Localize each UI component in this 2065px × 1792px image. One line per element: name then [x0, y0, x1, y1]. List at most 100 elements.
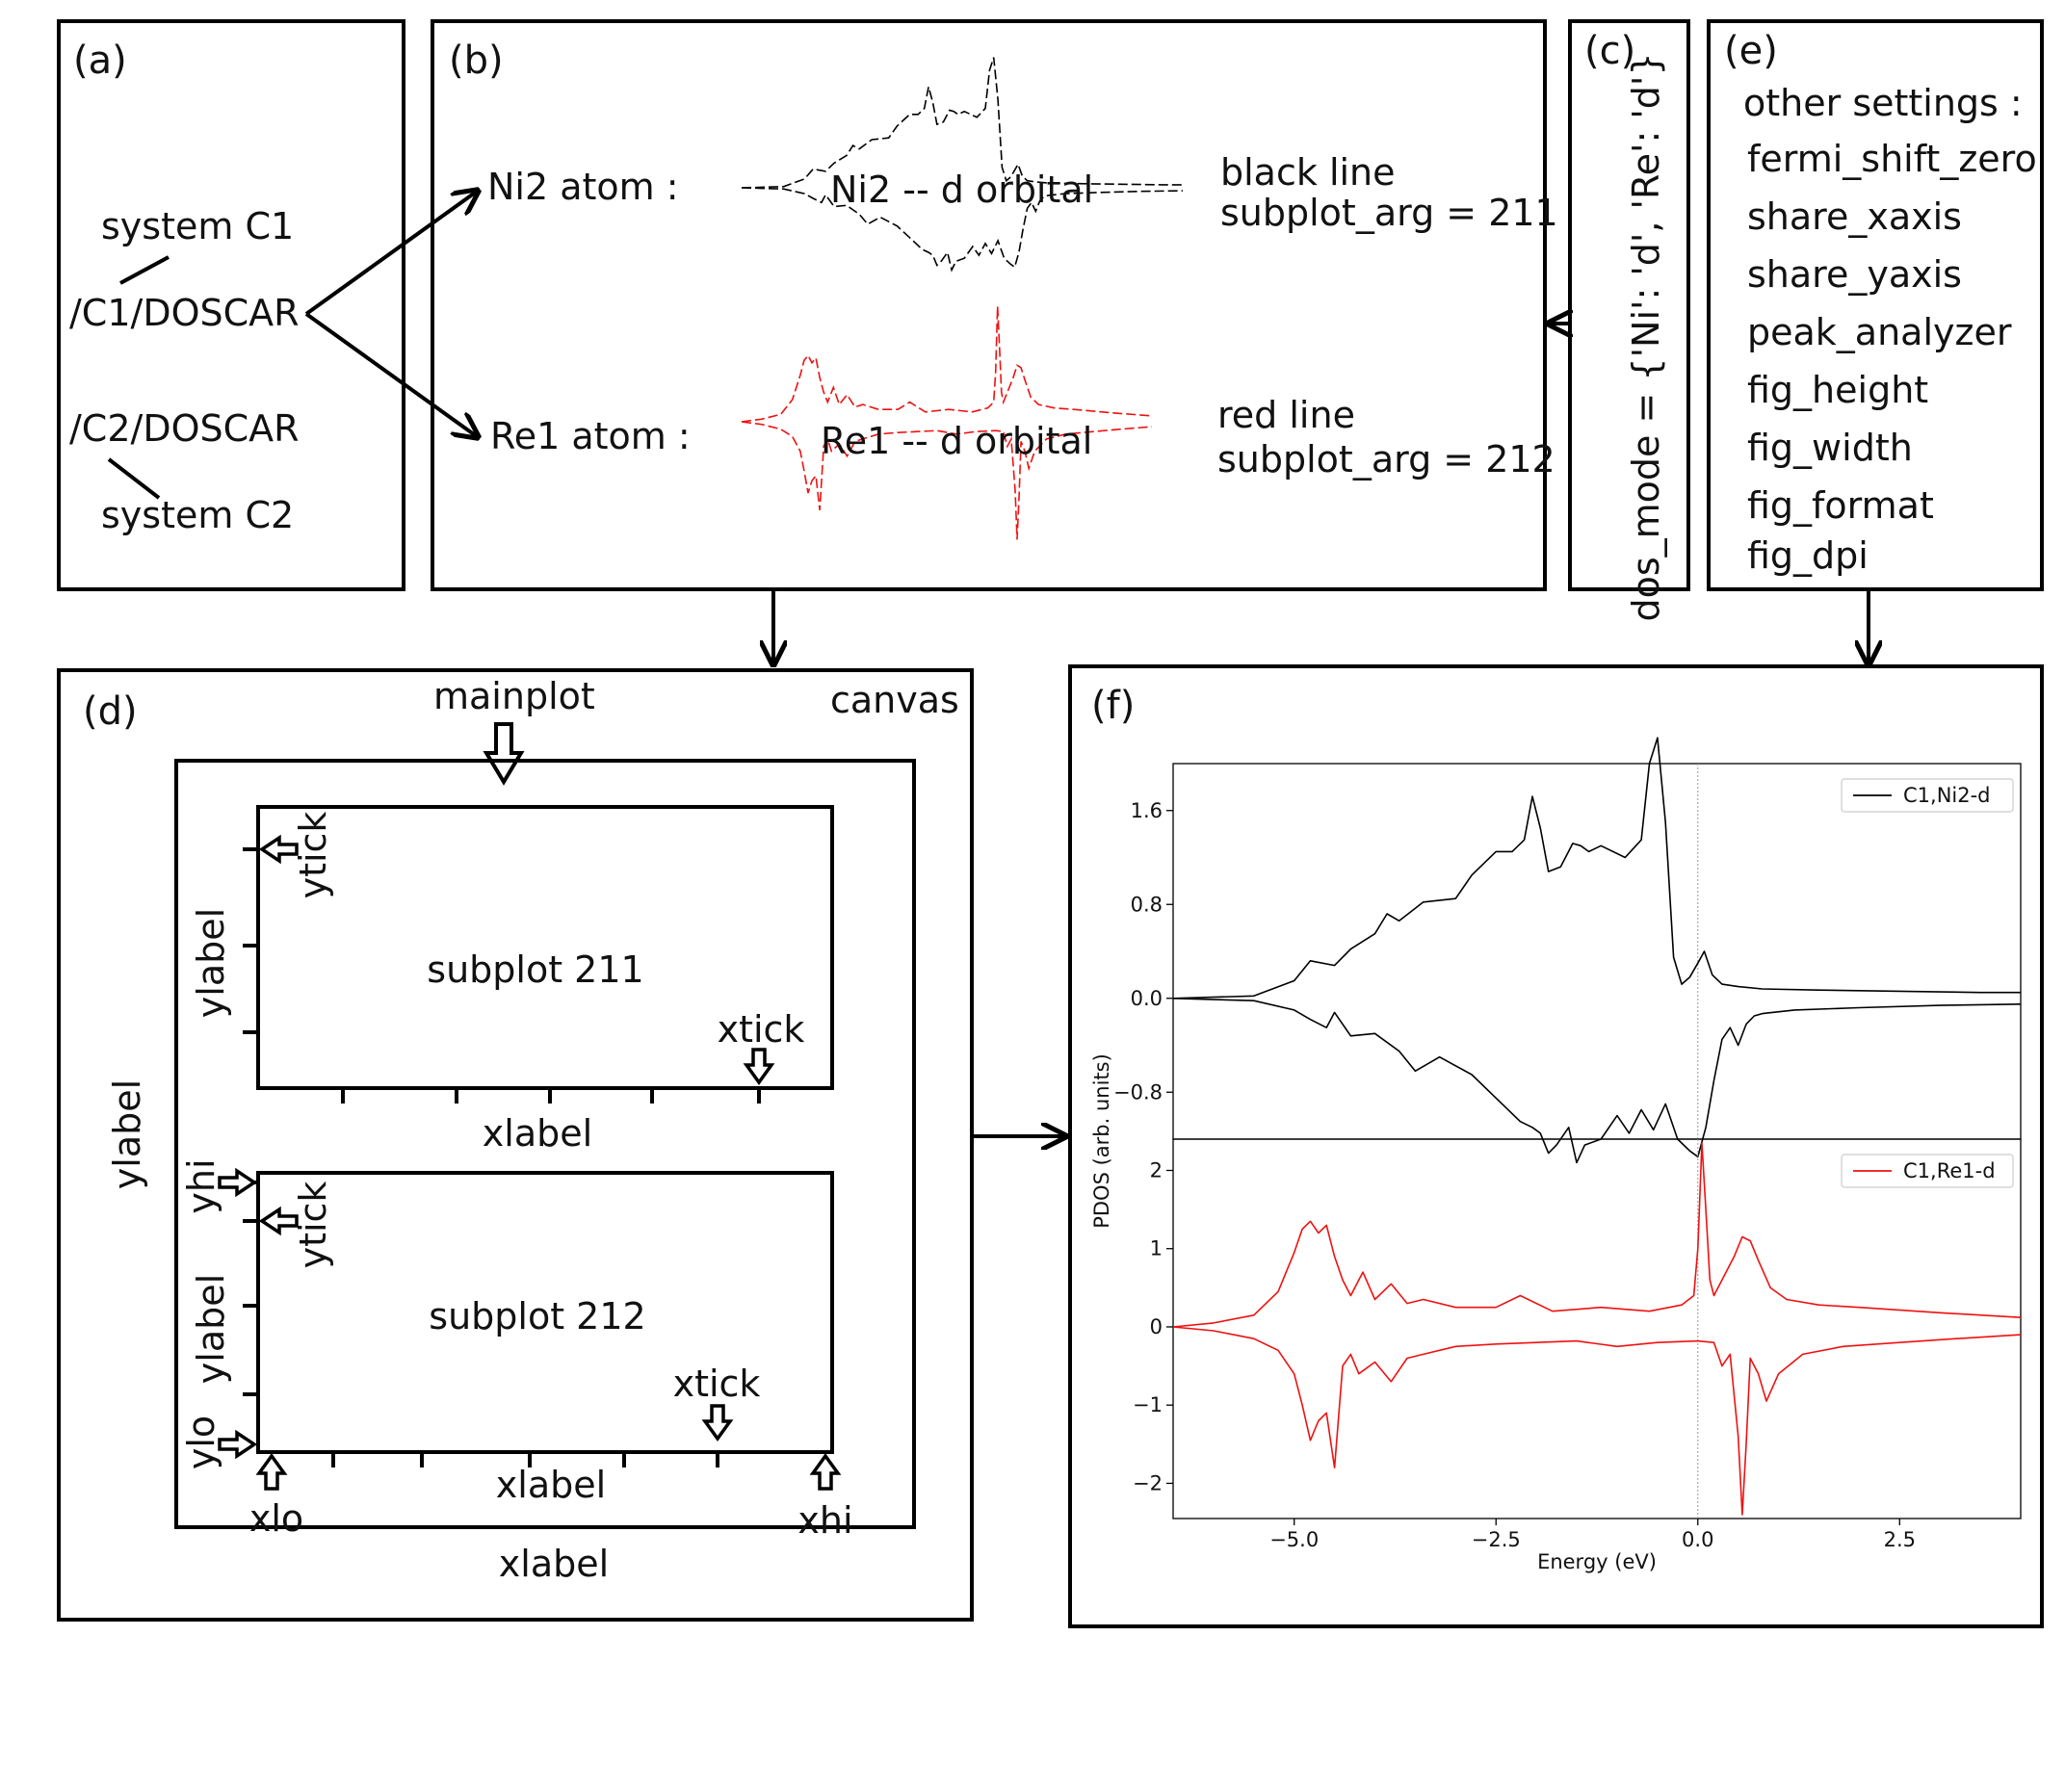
y-tick-label: −1	[1133, 1393, 1163, 1416]
panel-a: (a) system C1 /C1/DOSCAR /C2/DOSCAR syst…	[57, 19, 405, 591]
axes-frame	[1172, 1138, 2022, 1519]
setting-fig-format: fig_format	[1747, 484, 1934, 527]
re1-orbital-label: Re1 -- d orbital	[821, 420, 1092, 462]
xhi-pointer-icon	[809, 1453, 842, 1491]
y-tick-label: 0.8	[1131, 893, 1163, 916]
ni2-orbital-label: Ni2 -- d orbital	[830, 169, 1093, 211]
sub1-xtick-label: xtick	[718, 1008, 805, 1051]
mainplot-label: mainplot	[433, 675, 595, 717]
x-tick-label: 2.5	[1884, 1528, 1916, 1551]
panel-a-label: (a)	[73, 39, 127, 83]
ni2-orbital-sketch	[741, 57, 1184, 273]
panel-b: (b) Ni2 atom : Ni2 -- d orbital black li…	[431, 19, 1558, 591]
sub1-xtick-pointer-icon	[743, 1048, 775, 1085]
ni2-subplot-arg: subplot_arg = 211	[1220, 192, 1558, 234]
setting-share-xaxis: share_xaxis	[1747, 195, 1962, 238]
sub2-ytick-pointer-icon	[258, 1206, 299, 1236]
setting-fig-width: fig_width	[1747, 427, 1913, 469]
y-tick-label: 1.6	[1131, 799, 1163, 822]
x-tick-label: −5.0	[1269, 1528, 1319, 1551]
sub1-xlabel: xlabel	[483, 1112, 592, 1155]
panel-c-frame	[1568, 19, 1690, 591]
re1-subplot-arg: subplot_arg = 212	[1217, 438, 1555, 480]
c1-connector	[119, 255, 170, 285]
y-tick-label: 2	[1150, 1158, 1163, 1182]
legend-label: C1,Re1-d	[1903, 1159, 1996, 1182]
pdos-spin-up-line	[1172, 1142, 2022, 1328]
y-tick-label: −0.8	[1113, 1080, 1163, 1104]
sub2-ytick-label: ytick	[292, 1182, 334, 1269]
x-axis-label: Energy (eV)	[1537, 1550, 1657, 1573]
other-settings-heading: other settings :	[1743, 82, 2023, 124]
panel-f: (f) 1.60.80.0−0.8C1,Ni2-d210−1−2C1,Re1-d…	[1068, 664, 2044, 1628]
c1-doscar-path: /C1/DOSCAR	[69, 292, 300, 334]
outer-xlabel: xlabel	[499, 1543, 609, 1585]
panel-a-frame	[57, 19, 405, 591]
x-tick-label: −2.5	[1472, 1528, 1521, 1551]
panel-f-frame	[1068, 664, 2044, 1628]
subplot-2-axes: 210−1−2C1,Re1-d	[1133, 1138, 2022, 1519]
sketch-spin-down-line	[741, 187, 1184, 273]
subplot-211-title: subplot 211	[427, 948, 643, 991]
mainplot-pointer-icon	[483, 722, 525, 786]
x-tick-label: 0.0	[1682, 1528, 1713, 1551]
panel-d: (d) mainplot canvas ylabel xlabel subplo…	[57, 668, 974, 1622]
sketch-spin-up-line	[741, 306, 1153, 423]
canvas-label: canvas	[830, 679, 959, 721]
arrow-to-re1	[304, 312, 478, 437]
panel-e-frame	[1707, 19, 2044, 591]
y-tick-label: 0	[1150, 1315, 1163, 1338]
pdos-chart: 1.60.80.0−0.8C1,Ni2-d210−1−2C1,Re1-d−5.0…	[1090, 737, 2022, 1573]
ni2-atom-label: Ni2 atom :	[487, 166, 679, 208]
subplot-1-axes: 1.6 0.8 0.0 −0.8 C1,Ni2-d	[1113, 737, 2022, 1164]
y-tick-label: 1	[1150, 1237, 1163, 1260]
setting-fig-dpi: fig_dpi	[1747, 534, 1869, 577]
re1-orbital-sketch	[741, 306, 1153, 540]
sub1-ylabel: ylabel	[190, 908, 232, 1018]
system-c1-label: system C1	[101, 205, 294, 247]
legend-label: C1,Ni2-d	[1903, 784, 1991, 807]
panel-c-label: (c)	[1584, 29, 1635, 73]
subplot-212-frame	[256, 1171, 834, 1454]
y-axis-label: PDOS (arb. units)	[1090, 1053, 1113, 1229]
axes-frame	[1172, 763, 2022, 1140]
ylo-label: ylo	[180, 1415, 222, 1469]
subplot-212-title: subplot 212	[429, 1295, 645, 1338]
setting-peak-analyzer: peak_analyzer	[1747, 311, 2012, 353]
ni2-line-color: black line	[1220, 151, 1396, 194]
legend-box	[1841, 1154, 2014, 1188]
re1-atom-label: Re1 atom :	[490, 415, 691, 457]
xlo-pointer-icon	[255, 1453, 288, 1491]
setting-fig-height: fig_height	[1747, 369, 1928, 411]
pdos-spin-up-line	[1172, 737, 2021, 1000]
panel-d-label: (d)	[83, 689, 138, 734]
settings-list: fermi_shift_zero share_xaxis share_yaxis…	[1747, 138, 2037, 577]
sketch-spin-down-line	[741, 421, 1153, 540]
sub2-xlabel: xlabel	[496, 1464, 606, 1506]
yhi-pointer-icon	[218, 1167, 258, 1198]
ylo-pointer-icon	[218, 1429, 258, 1460]
legend-box	[1841, 778, 2014, 813]
outer-ylabel: ylabel	[106, 1079, 148, 1189]
pdos-spin-down-line	[1172, 998, 2022, 1164]
panel-b-frame	[431, 19, 1547, 591]
xlo-label: xlo	[249, 1497, 303, 1540]
dos-mode-text: dos_mode = {'Ni': 'd', 'Re': 'd'}	[1625, 52, 1667, 621]
xhi-label: xhi	[797, 1499, 852, 1542]
sub2-ylabel: ylabel	[190, 1274, 232, 1384]
panel-d-frame	[57, 668, 974, 1622]
sketch-spin-up-line	[741, 57, 1183, 189]
sub1-ytick-pointer-icon	[258, 834, 299, 865]
arrow-to-ni2	[304, 191, 478, 316]
c2-connector	[107, 457, 161, 500]
panel-c: (c) dos_mode = {'Ni': 'd', 'Re': 'd'}	[1568, 19, 1690, 622]
system-c2-label: system C2	[101, 494, 294, 536]
panel-f-label: (f)	[1091, 684, 1135, 728]
c2-doscar-path: /C2/DOSCAR	[69, 407, 300, 450]
panel-e: (e) other settings : fermi_shift_zero sh…	[1707, 19, 2044, 591]
y-tick-label: 0.0	[1131, 987, 1163, 1010]
re1-line-color: red line	[1217, 394, 1355, 436]
sub1-ytick-label: ytick	[292, 812, 334, 899]
panel-b-label: (b)	[449, 39, 504, 83]
